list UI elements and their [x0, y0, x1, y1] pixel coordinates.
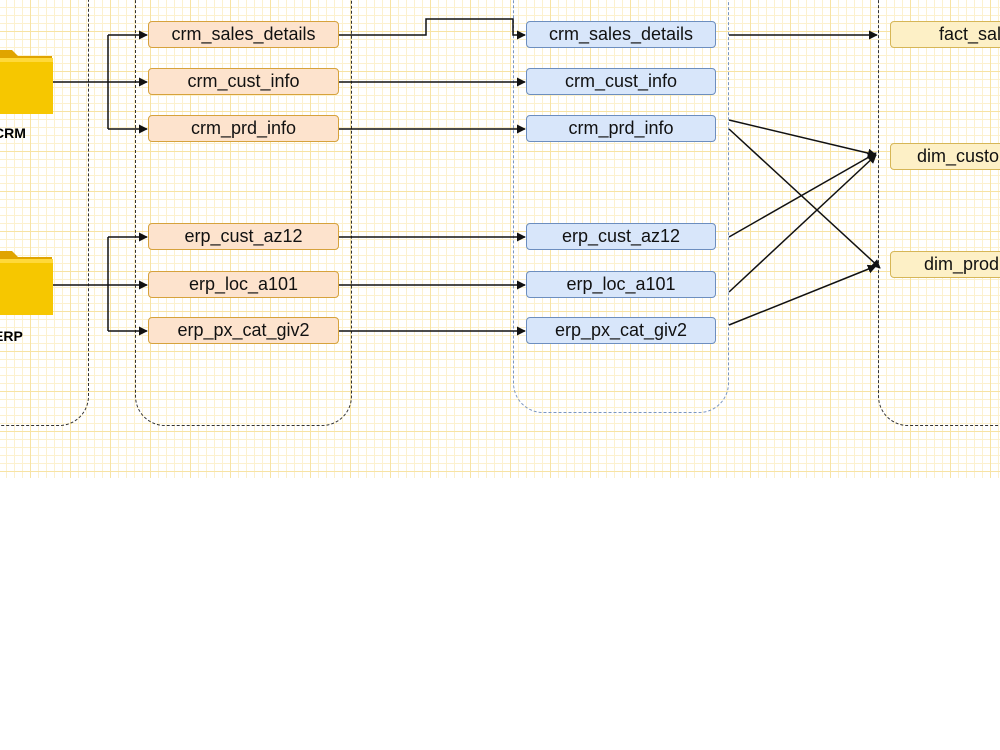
bronze-crm-sales-details[interactable]: crm_sales_details [148, 21, 339, 48]
sources-group [0, 0, 89, 426]
silver-crm-sales-details[interactable]: crm_sales_details [526, 21, 716, 48]
connector-lines [53, 18, 881, 336]
connector-px-to-products [728, 264, 877, 326]
connector-az12-to-customers [728, 152, 877, 238]
bronze-erp-loc-a101[interactable]: erp_loc_a101 [148, 271, 339, 298]
gold-dim-customers[interactable]: dim_customers [890, 143, 1000, 170]
silver-crm-prd-info[interactable]: crm_prd_info [526, 115, 716, 142]
silver-erp-px-cat-giv2[interactable]: erp_px_cat_giv2 [526, 317, 716, 344]
silver-erp-loc-a101[interactable]: erp_loc_a101 [526, 271, 716, 298]
connector-loc-to-customers [728, 154, 877, 293]
silver-erp-cust-az12[interactable]: erp_cust_az12 [526, 223, 716, 250]
connector-prd-to-products [728, 128, 881, 269]
bronze-erp-cust-az12[interactable]: erp_cust_az12 [148, 223, 339, 250]
silver-crm-cust-info[interactable]: crm_cust_info [526, 68, 716, 95]
connector-prd-to-customers [728, 119, 877, 158]
crm-source-label: CRM [0, 125, 26, 141]
connector-bronze-silver-sales [339, 18, 526, 40]
erp-folder-icon[interactable] [0, 245, 54, 317]
bronze-crm-cust-info[interactable]: crm_cust_info [148, 68, 339, 95]
gold-dim-products[interactable]: dim_products [890, 251, 1000, 278]
crm-folder-icon[interactable] [0, 44, 54, 116]
bronze-erp-px-cat-giv2[interactable]: erp_px_cat_giv2 [148, 317, 339, 344]
bronze-crm-prd-info[interactable]: crm_prd_info [148, 115, 339, 142]
gold-group [878, 0, 1000, 426]
silver-group [513, 0, 729, 413]
erp-source-label: ERP [0, 328, 23, 344]
bronze-group [135, 0, 352, 426]
gold-fact-sales[interactable]: fact_sales [890, 21, 1000, 48]
